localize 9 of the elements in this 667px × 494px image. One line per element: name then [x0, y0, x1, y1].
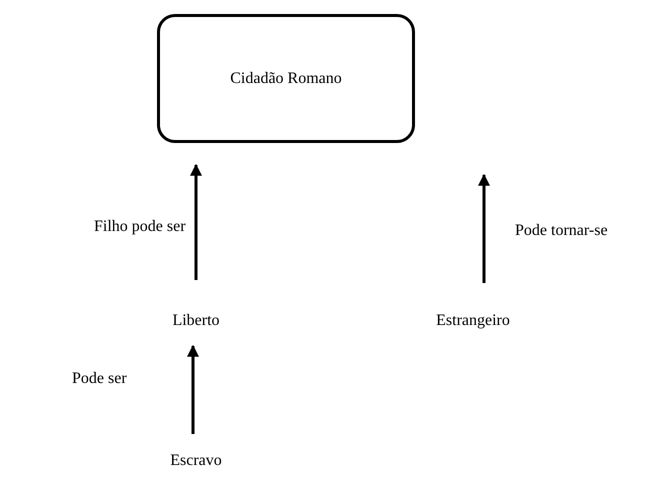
arrow — [187, 344, 199, 434]
arrow — [190, 164, 202, 280]
arrow — [478, 174, 490, 283]
edge-label: Filho pode ser — [94, 218, 186, 236]
process-box — [157, 14, 415, 143]
node-label: Liberto — [172, 312, 220, 330]
node-label: Escravo — [170, 452, 222, 470]
box-label: Cidadão Romano — [230, 70, 342, 88]
node-label: Estrangeiro — [436, 312, 510, 330]
